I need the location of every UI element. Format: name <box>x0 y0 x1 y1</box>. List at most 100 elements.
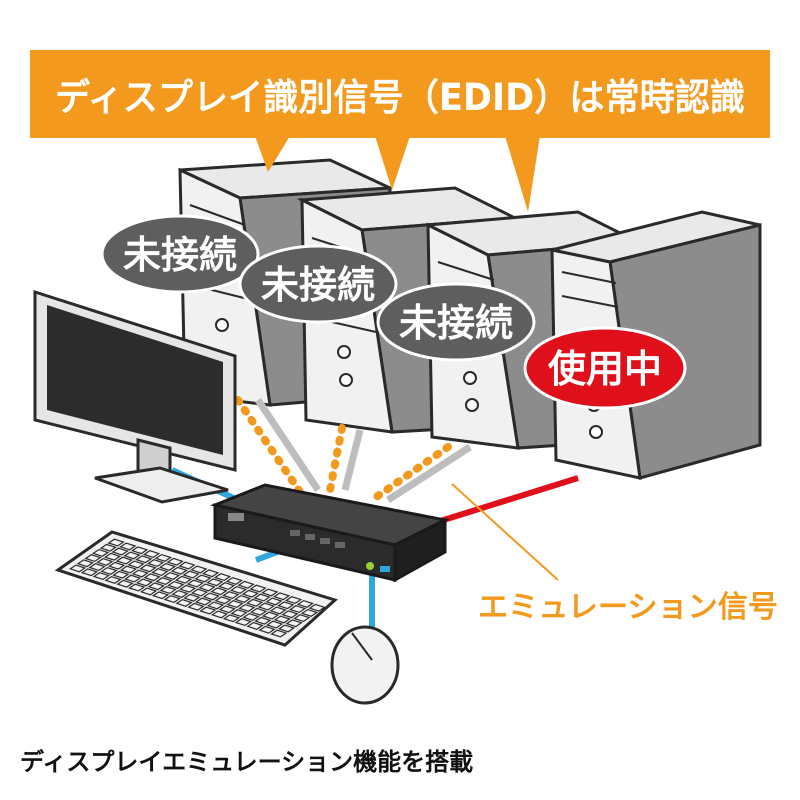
keyboard-key <box>202 592 220 601</box>
keyboard-key <box>285 619 303 628</box>
keyboard-key <box>162 571 181 580</box>
keyboard-key <box>265 597 283 606</box>
keyboard-key <box>139 564 157 573</box>
keyboard-key <box>130 546 149 555</box>
keyboard-key <box>258 625 276 634</box>
caption: ディスプレイエミュレーション機能を搭載 <box>20 748 474 776</box>
keyboard-key <box>186 579 204 588</box>
keyboard-key <box>293 614 311 623</box>
keyboard-key <box>246 621 264 630</box>
keyboard-key <box>112 570 130 579</box>
keyboard-key <box>135 578 154 587</box>
keyboard-key <box>166 557 184 566</box>
keyboard-key <box>76 559 94 568</box>
keyboard-key <box>123 574 142 583</box>
status-label-pc4: 使用中 <box>548 347 662 391</box>
keyboard-key <box>273 615 291 624</box>
keyboard-key <box>159 586 177 595</box>
keyboard-key <box>277 624 296 633</box>
keyboard-key <box>234 618 252 627</box>
keyboard-key <box>218 605 236 614</box>
keyboard-key <box>187 602 205 611</box>
keyboard-key <box>237 580 255 589</box>
keyboard-key <box>174 575 193 584</box>
kvm-switch <box>209 483 450 583</box>
cable-pc2-gray <box>341 429 364 491</box>
keyboard-key <box>249 584 267 593</box>
keyboard-key <box>230 609 248 618</box>
keyboard-key <box>163 595 181 604</box>
keyboard-key <box>143 573 161 582</box>
cable-pc1-emulation <box>234 396 304 496</box>
keyboard-key <box>80 568 99 577</box>
keyboard-key <box>99 543 117 552</box>
keyboard-key <box>100 566 118 575</box>
cable-pc3-gray <box>386 444 472 503</box>
keyboard-key <box>131 569 149 578</box>
keyboard-key <box>308 603 326 612</box>
keyboard-key <box>154 553 172 562</box>
keyboard-key <box>167 580 185 589</box>
keyboard-key <box>88 563 106 572</box>
keyboard-key <box>222 614 241 623</box>
keyboard-key <box>241 589 259 598</box>
cable-pc1-gray <box>255 398 321 492</box>
keyboard-key <box>277 601 295 610</box>
edid-banner: ディスプレイ識別信号（EDID）は常時認識 <box>30 50 770 212</box>
status-bubble-pc3: 未接続 <box>376 282 536 362</box>
keyboard-key <box>151 568 169 577</box>
keyboard-key <box>300 608 319 617</box>
keyboard-key <box>206 578 224 587</box>
keyboard-key <box>194 574 212 583</box>
keyboard-key <box>111 547 129 556</box>
status-bubble-pc1: 未接続 <box>100 214 260 294</box>
keyboard-key <box>123 551 141 560</box>
keyboard-key <box>199 606 217 615</box>
keyboard-key <box>190 565 208 574</box>
cable-pc2-emulation <box>326 424 346 494</box>
keyboard-key <box>201 569 220 578</box>
keyboard-key <box>217 582 236 591</box>
keyboard-key <box>175 598 193 607</box>
keyboard-key <box>206 601 225 610</box>
status-label-pc1: 未接続 <box>123 233 237 277</box>
keyboard-key <box>68 564 87 573</box>
keyboard-key <box>139 587 158 596</box>
keyboard-key <box>222 591 240 600</box>
emulation-annotation: エミュレーション信号 <box>451 483 778 625</box>
keyboard-key <box>225 576 243 585</box>
status-bubble-pc2: 未接続 <box>238 244 398 324</box>
keyboard-key <box>107 561 126 570</box>
keyboard-key <box>151 591 170 600</box>
keyboard-key <box>178 584 197 593</box>
keyboard-key <box>226 600 244 609</box>
keyboard-key <box>272 592 291 601</box>
keyboard-key <box>238 603 256 612</box>
keyboard-key <box>91 548 110 557</box>
keyboard-key <box>210 587 228 596</box>
status-label-pc3: 未接続 <box>399 301 513 345</box>
keyboard-key <box>135 555 153 564</box>
keyboard-key <box>194 597 213 606</box>
keyboard-key <box>119 565 138 574</box>
keyboard-key <box>269 606 287 615</box>
mouse <box>330 625 400 705</box>
keyboard-key <box>171 589 189 598</box>
keyboard-key <box>155 577 173 586</box>
keyboard-key <box>253 593 271 602</box>
cable-pc3-emulation <box>368 443 452 504</box>
keyboard-key <box>92 572 110 581</box>
keyboard-key <box>229 585 248 594</box>
keyboard-key <box>245 598 264 607</box>
keyboard-key <box>116 579 134 588</box>
keyboard-key <box>147 582 165 591</box>
status-label-pc2: 未接続 <box>261 263 375 307</box>
keyboard-key <box>296 599 314 608</box>
keyboard-key <box>142 550 161 559</box>
keyboard-key <box>281 610 299 619</box>
keyboard-key <box>213 573 232 582</box>
keyboard-key <box>265 620 284 629</box>
keyboard-key <box>198 583 216 592</box>
keyboard-key <box>242 612 260 621</box>
